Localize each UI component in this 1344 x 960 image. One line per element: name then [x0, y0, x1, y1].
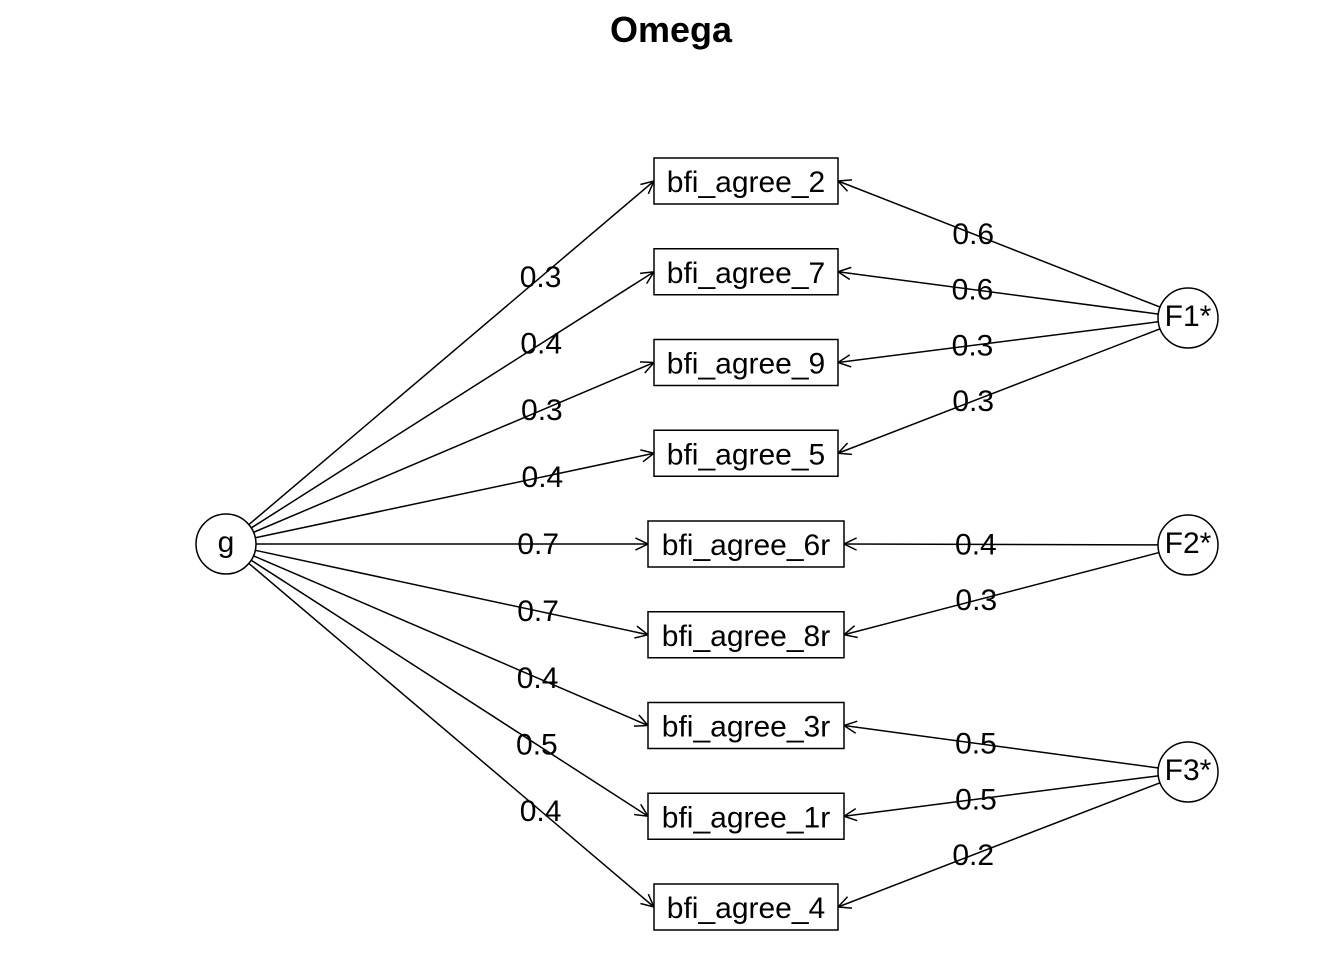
f1-loading-bfi_agree_5-label: 0.3	[952, 385, 994, 418]
g-loading-bfi_agree_2-label: 0.3	[520, 261, 562, 294]
item-node-bfi_agree_4: bfi_agree_4	[653, 883, 839, 931]
item-node-bfi_agree_1r: bfi_agree_1r	[647, 792, 845, 840]
item-label: bfi_agree_8r	[662, 620, 830, 653]
item-box	[653, 429, 839, 477]
general-factor-node-circle	[195, 513, 257, 575]
item-box	[647, 701, 845, 750]
item-node-bfi_agree_5: bfi_agree_5	[653, 429, 839, 477]
factor-node-f2: F2*	[1157, 514, 1219, 576]
g-loading-bfi_agree_5-line	[255, 452, 655, 539]
f1-loading-bfi_agree_7-line	[837, 271, 1159, 315]
general-factor-node: g	[195, 513, 257, 575]
f1-loading-bfi_agree_5-line	[837, 328, 1161, 454]
factor-node-f2-label: F2*	[1165, 527, 1212, 560]
f1-loading-bfi_agree_2-label: 0.6	[952, 218, 994, 251]
item-box	[647, 792, 845, 840]
g-loading-bfi_agree_9-line	[253, 361, 655, 533]
factor-node-f3-label: F3*	[1165, 754, 1212, 787]
f3-loading-bfi_agree_4-label: 0.2	[952, 839, 994, 872]
item-label: bfi_agree_6r	[662, 529, 830, 562]
item-label: bfi_agree_9	[667, 348, 825, 381]
edges-layer	[248, 179, 1161, 909]
item-box	[653, 338, 839, 387]
factor-node-f2-circle	[1157, 514, 1219, 576]
item-label: bfi_agree_1r	[662, 801, 830, 834]
nodes-layer: bfi_agree_2 bfi_agree_7 bfi_agree_9 bfi_agr…	[195, 157, 1219, 931]
g-loading-bfi_agree_5-label: 0.4	[522, 461, 564, 494]
item-box	[647, 611, 845, 659]
f3-loading-bfi_agree_4-line	[837, 782, 1161, 908]
item-label: bfi_agree_3r	[662, 711, 830, 744]
f1-loading-bfi_agree_2-line	[837, 180, 1161, 308]
g-loading-bfi_agree_3r-label: 0.4	[517, 662, 559, 695]
g-loading-bfi_agree_2-line	[248, 180, 655, 526]
g-loading-bfi_agree_8r-label: 0.7	[517, 595, 559, 628]
f3-loading-bfi_agree_3r-line	[843, 724, 1159, 769]
g-loading-bfi_agree_9-label: 0.3	[521, 394, 563, 427]
item-label: bfi_agree_7	[667, 257, 825, 290]
g-loading-bfi_agree_4-label: 0.4	[520, 795, 562, 828]
g-loading-bfi_agree_7-line	[250, 271, 655, 529]
item-label: bfi_agree_4	[667, 892, 825, 925]
loading-labels-layer: 0.3 0.4 0.3 0.4 0.7 0.7 0.4 0.5 0.4 0.6 0.6 0.3 0.3 0…	[516, 218, 997, 872]
g-loading-bfi_agree_3r-line	[253, 555, 649, 727]
item-node-bfi_agree_2: bfi_agree_2	[653, 157, 839, 205]
factor-node-f1-label: F1*	[1165, 300, 1212, 333]
f3-loading-bfi_agree_1r-label: 0.5	[955, 783, 997, 816]
item-node-bfi_agree_8r: bfi_agree_8r	[647, 611, 845, 659]
general-factor-node-label: g	[218, 526, 235, 559]
factor-node-f3: F3*	[1157, 741, 1219, 803]
item-box	[653, 248, 839, 296]
item-node-bfi_agree_7: bfi_agree_7	[653, 248, 839, 296]
f2-loading-bfi_agree_8r-line	[843, 551, 1160, 636]
item-node-bfi_agree_6r: bfi_agree_6r	[647, 520, 845, 568]
g-loading-bfi_agree_6r-label: 0.7	[517, 528, 559, 561]
item-label: bfi_agree_2	[667, 166, 825, 199]
g-loading-bfi_agree_1r-line	[250, 559, 649, 817]
g-loading-bfi_agree_8r-line	[255, 549, 649, 636]
item-box	[653, 157, 839, 205]
item-box	[647, 520, 845, 568]
item-box	[653, 883, 839, 931]
factor-node-f1: F1*	[1157, 287, 1219, 349]
item-label: bfi_agree_5	[667, 438, 825, 471]
f2-loading-bfi_agree_6r-line	[843, 543, 1159, 546]
f2-loading-bfi_agree_6r-label: 0.4	[955, 528, 997, 561]
g-loading-bfi_agree_4-line	[248, 562, 655, 908]
f2-loading-bfi_agree_8r-label: 0.3	[955, 584, 997, 617]
f3-loading-bfi_agree_1r-line	[843, 775, 1159, 817]
factor-node-f1-circle	[1157, 287, 1219, 349]
f1-loading-bfi_agree_9-line	[837, 321, 1159, 364]
chart-title: Omega	[610, 9, 733, 50]
g-loading-bfi_agree_1r-label: 0.5	[516, 729, 558, 762]
f1-loading-bfi_agree_9-label: 0.3	[952, 329, 994, 362]
item-node-bfi_agree_9: bfi_agree_9	[653, 338, 839, 387]
f3-loading-bfi_agree_3r-label: 0.5	[955, 727, 997, 760]
g-loading-bfi_agree_7-label: 0.4	[520, 327, 562, 360]
item-node-bfi_agree_3r: bfi_agree_3r	[647, 701, 845, 750]
f1-loading-bfi_agree_7-label: 0.6	[952, 274, 994, 307]
factor-node-f3-circle	[1157, 741, 1219, 803]
